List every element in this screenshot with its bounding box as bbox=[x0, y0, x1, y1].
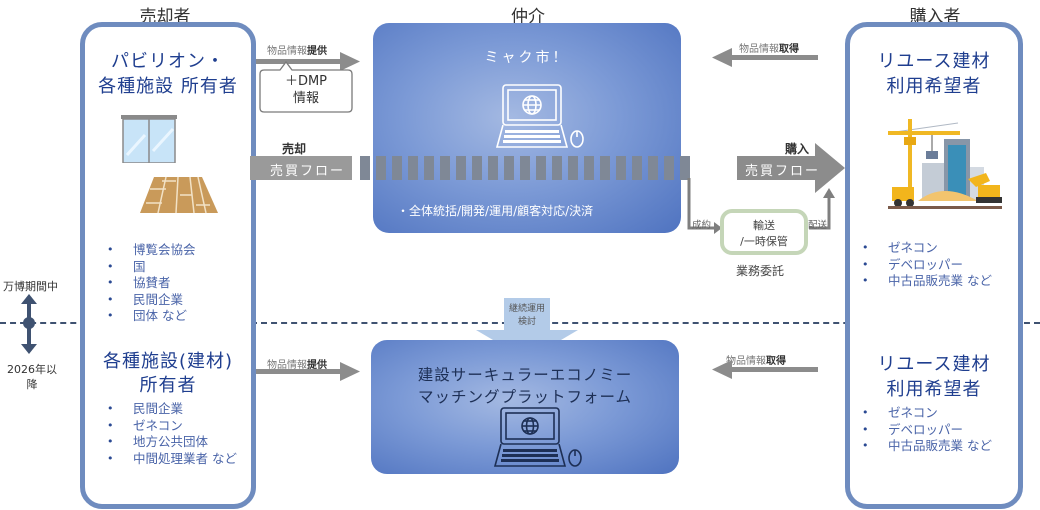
construction-site-icon bbox=[888, 119, 1002, 209]
window-icon bbox=[121, 115, 177, 163]
outsourcing-label: 業務委託 bbox=[736, 264, 785, 278]
list-item: 国 bbox=[103, 259, 196, 276]
seller-bottom-title: 各種施設(建材) 所有者 bbox=[85, 350, 251, 398]
laptop-icon bbox=[495, 84, 584, 148]
list-item: ゼネコン bbox=[858, 240, 992, 257]
provide-info-arrow-bottom bbox=[256, 362, 360, 381]
logistics-line2: /一時保管 bbox=[740, 235, 788, 248]
delivery-label: 配送 bbox=[808, 220, 828, 231]
buyer-top-title-line2: 利用希望者 bbox=[886, 76, 982, 97]
sales-flow-band bbox=[360, 156, 696, 180]
dmp-line1: ＋DMP bbox=[284, 74, 328, 89]
buy-flow-label: 売買フロー bbox=[745, 164, 821, 179]
timeline-upper-label: 万博期間中 bbox=[3, 280, 58, 293]
matching-platform-box: 建設サーキュラーエコノミー マッチングプラットフォーム bbox=[371, 340, 679, 474]
obtain-bold: 取得 bbox=[766, 356, 786, 367]
logistics-box: 輸送 /一時保管 bbox=[720, 209, 808, 255]
buyer-box: リユース建材 利用希望者 ゼネコン デベロッパー 中古品販売業 など リユース建… bbox=[845, 22, 1023, 509]
buy-flow-arrow bbox=[737, 143, 845, 193]
timeline-lower-label: 2026年以降 bbox=[7, 363, 57, 391]
seller-bottom-title-line2: 所有者 bbox=[139, 375, 197, 396]
dmp-callout-bubble bbox=[259, 60, 353, 113]
contract-label: 成約 bbox=[692, 220, 712, 231]
obtain-info-label-bottom: 物品情報取得 bbox=[726, 352, 786, 367]
dmp-line2: 情報 bbox=[292, 91, 319, 106]
flooring-icon bbox=[140, 177, 218, 214]
obtain-info-arrow-bottom bbox=[712, 360, 818, 379]
list-item: 中古品販売業 など bbox=[858, 273, 992, 290]
continue-operation-label: 継続運用 検討 bbox=[498, 303, 556, 329]
buyer-bottom-title: リユース建材 利用希望者 bbox=[850, 352, 1018, 402]
buyer-bottom-list: ゼネコン デベロッパー 中古品販売業 など bbox=[858, 405, 992, 455]
buyer-top-title-line1: リユース建材 bbox=[877, 51, 991, 72]
provide-prefix: 物品情報 bbox=[267, 360, 307, 371]
myakuichi-platform-box: ミャク市！ ・全体統括/開発/運用/顧客対応/決済 bbox=[373, 23, 681, 233]
list-item: ゼネコン bbox=[103, 418, 237, 435]
provide-bold: 提供 bbox=[307, 46, 327, 57]
list-item: ゼネコン bbox=[858, 405, 992, 422]
timeline-double-arrow-icon bbox=[21, 294, 37, 354]
continue-line2: 検討 bbox=[517, 317, 536, 327]
provide-info-arrow-top bbox=[256, 52, 360, 71]
buyer-bottom-title-line1: リユース建材 bbox=[877, 354, 991, 375]
dmp-callout-text: ＋DMP 情報 bbox=[260, 73, 352, 107]
list-item: デベロッパー bbox=[858, 257, 992, 274]
seller-top-title: パビリオン・ 各種施設 所有者 bbox=[85, 49, 251, 99]
broker-column-title: 仲介 bbox=[511, 7, 545, 27]
myakuichi-title: ミャク市！ bbox=[484, 50, 570, 66]
seller-top-title-line2: 各種施設 所有者 bbox=[98, 76, 238, 97]
seller-box: パビリオン・ 各種施設 所有者 博覧会協会 国 協賛者 民間企業 団体 など bbox=[80, 22, 256, 509]
sell-label: 売却 bbox=[282, 142, 307, 156]
seller-top-list: 博覧会協会 国 協賛者 民間企業 団体 など bbox=[103, 242, 196, 325]
matching-title-line1: 建設サーキュラーエコノミー bbox=[417, 366, 633, 384]
obtain-info-label-top: 物品情報取得 bbox=[739, 40, 799, 55]
obtain-bold: 取得 bbox=[779, 44, 799, 55]
provide-info-label-top: 物品情報提供 bbox=[267, 42, 327, 57]
seller-bottom-list: 民間企業 ゼネコン 地方公共団体 中間処理業者 など bbox=[103, 401, 237, 467]
list-item: 民間企業 bbox=[103, 292, 196, 309]
list-item: 団体 など bbox=[103, 308, 196, 325]
buyer-top-list: ゼネコン デベロッパー 中古品販売業 など bbox=[858, 240, 992, 290]
list-item: 民間企業 bbox=[103, 401, 237, 418]
seller-bottom-title-line1: 各種施設(建材) bbox=[102, 351, 234, 372]
laptop-icon bbox=[493, 407, 582, 467]
buyer-bottom-title-line2: 利用希望者 bbox=[886, 379, 982, 400]
obtain-info-arrow-top bbox=[712, 48, 818, 67]
list-item: デベロッパー bbox=[858, 422, 992, 439]
list-item: 中古品販売業 など bbox=[858, 438, 992, 455]
sell-flow-block bbox=[250, 156, 352, 180]
obtain-prefix: 物品情報 bbox=[739, 44, 779, 55]
matching-platform-title: 建設サーキュラーエコノミー マッチングプラットフォーム bbox=[371, 364, 679, 408]
list-item: 博覧会協会 bbox=[103, 242, 196, 259]
buyer-top-title: リユース建材 利用希望者 bbox=[850, 49, 1018, 99]
sell-flow-label: 売買フロー bbox=[270, 164, 346, 179]
continue-line1: 継続運用 bbox=[508, 304, 545, 314]
buy-label: 購入 bbox=[785, 142, 810, 156]
logistics-line1: 輸送 bbox=[753, 219, 775, 232]
list-item: 地方公共団体 bbox=[103, 434, 237, 451]
list-item: 協賛者 bbox=[103, 275, 196, 292]
provide-bold: 提供 bbox=[307, 360, 327, 371]
obtain-prefix: 物品情報 bbox=[726, 356, 766, 367]
matching-title-line2: マッチングプラットフォーム bbox=[417, 388, 633, 406]
provide-info-label-bottom: 物品情報提供 bbox=[267, 356, 327, 371]
seller-top-title-line1: パビリオン・ bbox=[111, 51, 225, 72]
list-item: 中間処理業者 など bbox=[103, 451, 237, 468]
provide-prefix: 物品情報 bbox=[267, 46, 307, 57]
myakuichi-description: ・全体統括/開発/運用/顧客対応/決済 bbox=[397, 204, 594, 218]
logistics-connector bbox=[687, 178, 835, 234]
